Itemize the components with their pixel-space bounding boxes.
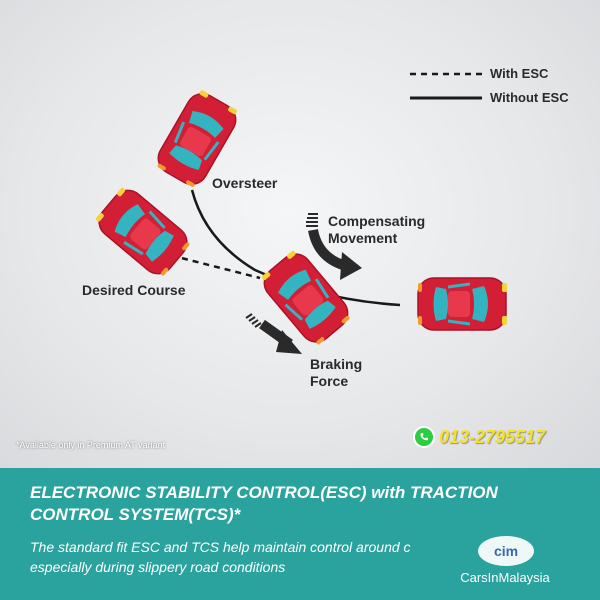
whatsapp-icon[interactable]	[413, 426, 435, 448]
label-braking-line1: Braking	[310, 356, 363, 372]
banner-title-line1: ELECTRONIC STABILITY CONTROL(ESC) with T…	[30, 483, 498, 502]
availability-note: *Available only in Premium AT variant	[16, 440, 166, 450]
info-banner	[0, 468, 600, 600]
brand-name: CarsInMalaysia	[460, 570, 550, 585]
with-esc-path	[149, 248, 261, 280]
legend-without-esc: Without ESC	[410, 90, 569, 105]
phone-handset-icon	[420, 433, 428, 441]
solid-line-swatch	[410, 96, 482, 99]
brand-watermark: cim CarsInMalaysia	[430, 532, 580, 592]
car-desired-course	[90, 181, 195, 282]
legend-without-esc-label: Without ESC	[490, 90, 569, 105]
banner-text-line2: especially during slippery road conditio…	[30, 559, 286, 575]
diagram-area	[0, 0, 600, 468]
label-compensating-line1: Compensating	[328, 213, 426, 229]
legend-with-esc: With ESC	[410, 66, 548, 81]
banner-title-line2: CONTROL SYSTEM(TCS)*	[30, 505, 241, 524]
without-esc-path	[190, 189, 401, 307]
car-right	[416, 276, 509, 332]
brand-logo: cim	[478, 536, 534, 566]
braking-force-arrow	[245, 313, 302, 354]
phone-contact[interactable]: 013-2795517	[413, 426, 545, 448]
label-desired-course: Desired Course	[82, 282, 186, 298]
label-compensating-line2: Movement	[328, 230, 398, 246]
dashed-line-swatch	[410, 72, 482, 75]
esc-diagram	[90, 85, 509, 354]
banner-text-line1: The standard fit ESC and TCS help mainta…	[30, 539, 411, 555]
banner-title: ELECTRONIC STABILITY CONTROL(ESC) with T…	[30, 482, 580, 526]
label-oversteer: Oversteer	[212, 175, 278, 191]
label-braking: Braking Force	[310, 356, 362, 390]
banner-description: The standard fit ESC and TCS help mainta…	[30, 537, 470, 577]
legend-with-esc-label: With ESC	[490, 66, 549, 81]
compensating-movement-arrow	[306, 213, 362, 280]
label-braking-line2: Force	[310, 373, 349, 389]
label-compensating: Compensating Movement	[328, 213, 425, 247]
phone-number[interactable]: 013-2795517	[439, 426, 546, 447]
